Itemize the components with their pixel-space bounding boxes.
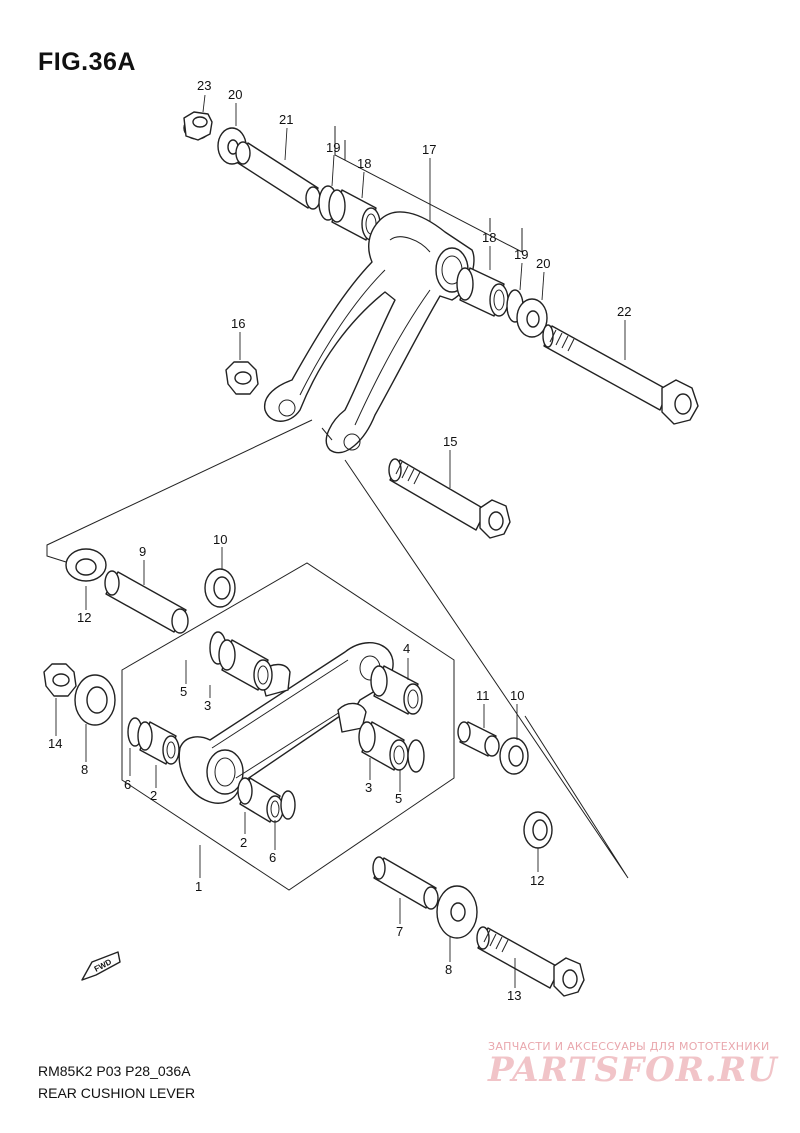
callout-label: 7	[396, 924, 403, 939]
callout-label: 11	[476, 688, 490, 703]
part-bearing-3-top[interactable]	[209, 639, 273, 698]
callout-label: 10	[213, 532, 227, 547]
part-lever-17[interactable]	[264, 211, 475, 454]
callout-label: 2	[240, 835, 247, 850]
alignment-lines	[46, 419, 629, 879]
callout-label: 22	[617, 304, 631, 319]
part-washer-8-bottom[interactable]	[436, 885, 478, 962]
callout-label: 8	[81, 762, 88, 777]
part-seal-10-right[interactable]	[499, 704, 529, 775]
part-nut-23[interactable]	[183, 94, 213, 141]
callout-label: 18	[357, 156, 371, 171]
part-ring-5-right[interactable]	[399, 739, 425, 792]
callout-label: 6	[269, 850, 276, 865]
callout-label: 2	[150, 788, 157, 803]
figure-name: REAR CUSHION LEVER	[38, 1085, 196, 1101]
part-seal-10-left[interactable]	[204, 547, 236, 608]
callout-label: 19	[514, 247, 528, 262]
callout-label: 18	[482, 230, 496, 245]
callout-label: 12	[77, 610, 91, 625]
callout-label: 17	[422, 142, 436, 157]
figure-code: RM85K2 P03 P28_036A	[38, 1063, 191, 1079]
part-washer-12-right[interactable]	[523, 811, 553, 872]
callout-label: 5	[395, 791, 402, 806]
callout-label: 3	[365, 780, 372, 795]
callout-label: 13	[507, 988, 521, 1003]
callout-label: 4	[403, 641, 410, 656]
part-bearing-2-left[interactable]	[137, 721, 180, 788]
figure-title: FIG.36A	[38, 48, 136, 76]
callout-label: 15	[443, 434, 457, 449]
part-bearing-2-bottom[interactable]	[237, 777, 284, 834]
callout-label: 12	[530, 873, 544, 888]
callout-label: 3	[204, 698, 211, 713]
callout-label: 20	[536, 256, 550, 271]
part-spacer-21[interactable]	[235, 127, 321, 210]
part-washer-20-right[interactable]	[516, 271, 548, 338]
callout-label: 20	[228, 87, 242, 102]
part-ring-6-bottom[interactable]	[274, 790, 296, 850]
callout-label: 14	[48, 736, 62, 751]
part-washer-8-left[interactable]	[74, 674, 116, 762]
part-bearing-18-right[interactable]	[456, 246, 509, 317]
part-bolt-22[interactable]	[542, 320, 699, 425]
callout-label: 19	[326, 140, 340, 155]
part-nut-14[interactable]	[43, 663, 77, 736]
callout-label: 8	[445, 962, 452, 977]
part-bolt-15[interactable]	[388, 450, 511, 539]
callout-label: 16	[231, 316, 245, 331]
part-spacer-7[interactable]	[372, 856, 439, 924]
callout-label: 1	[195, 879, 202, 894]
part-nut-16[interactable]	[225, 332, 259, 395]
part-bearing-4[interactable]	[370, 658, 423, 715]
bracket-17	[334, 126, 523, 253]
watermark-tagline: ЗАПЧАСТИ И АКСЕССУАРЫ ДЛЯ МОТОТЕХНИКИ	[488, 1040, 770, 1053]
rod-box-1	[121, 562, 455, 891]
part-spacer-9[interactable]	[104, 560, 189, 634]
part-bolt-13[interactable]	[476, 926, 585, 997]
callout-label: 23	[197, 78, 211, 93]
callout-label: 5	[180, 684, 187, 699]
part-spacer-11[interactable]	[457, 704, 500, 757]
callout-label: 10	[510, 688, 524, 703]
callout-label: 6	[124, 777, 131, 792]
part-rod-1[interactable]	[178, 642, 394, 804]
part-bearing-3-right[interactable]	[358, 721, 409, 780]
fwd-arrow-icon: FWD	[81, 951, 121, 981]
part-washer-12-left[interactable]	[65, 548, 107, 610]
watermark-logo: PARTSFOR.RU	[488, 1050, 778, 1090]
callout-labels: 23 20 21 19 18 17 18 19 20 22 16 15 9 10…	[48, 78, 631, 1003]
callout-label: 9	[139, 544, 146, 559]
callout-label: 21	[279, 112, 293, 127]
